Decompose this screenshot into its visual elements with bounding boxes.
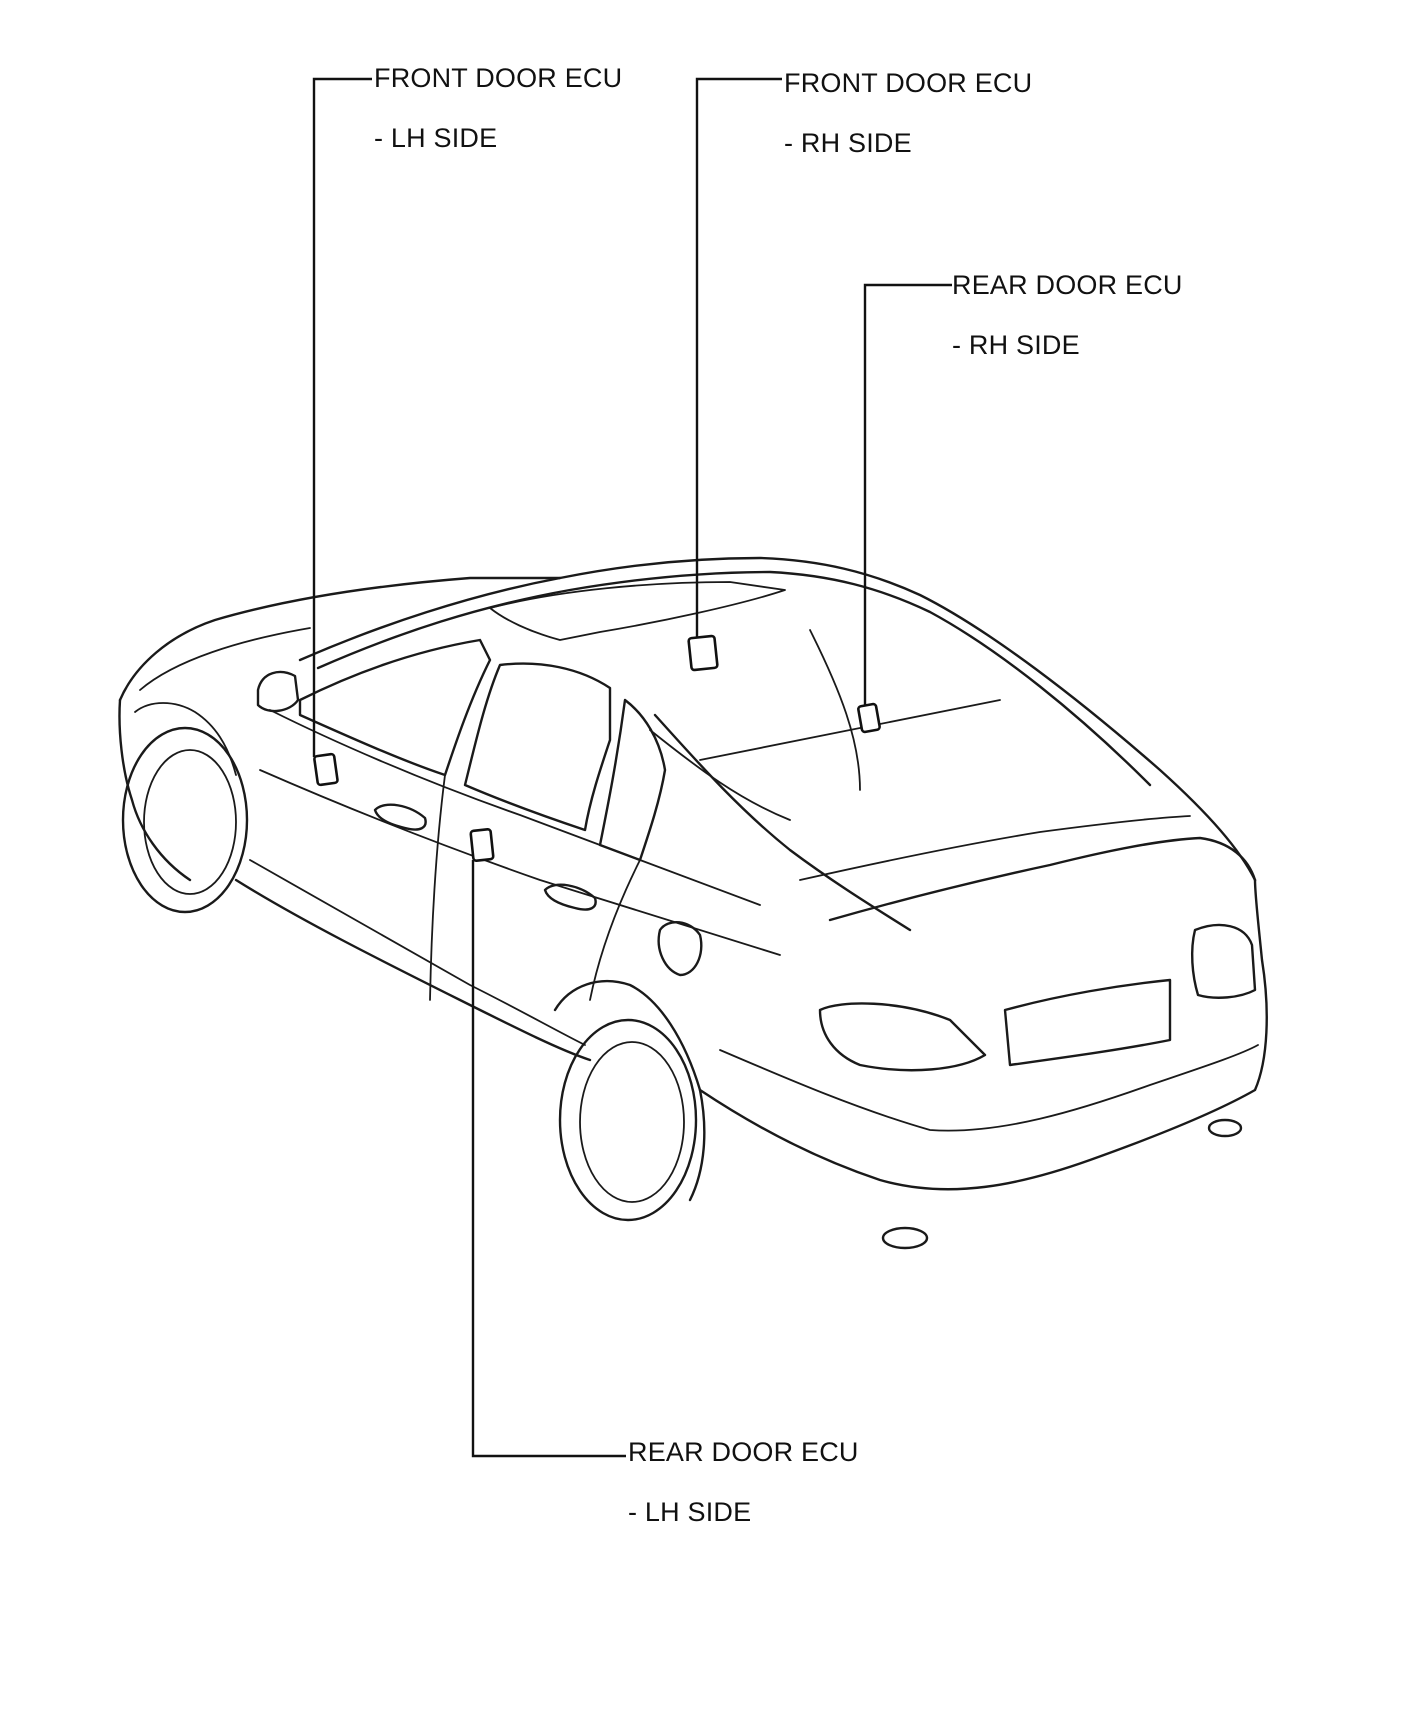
car-hood-line (139, 627, 311, 691)
rear-door-handle (543, 883, 597, 911)
callout-front-door-rh-side: - RH SIDE (784, 128, 912, 158)
leader-rear-door-rh (863, 283, 952, 705)
ecu-front-door-rh (687, 634, 719, 672)
front-wheel-outer (121, 726, 249, 914)
side-mirror (256, 670, 300, 713)
c-pillar (653, 713, 912, 932)
interior-line-1 (699, 699, 1001, 761)
front-door-window (298, 638, 492, 777)
leader-front-door-lh (312, 77, 372, 757)
rear-fascia-line (719, 1044, 1259, 1132)
exhaust-left (881, 1226, 929, 1250)
leader-front-door-rh (695, 77, 782, 638)
rear-wheel-outer (558, 1018, 698, 1222)
ecu-icon (687, 634, 719, 672)
front-wheel-inner (143, 749, 237, 895)
car-hood (118, 576, 562, 702)
callout-rear-door-lh-side: - LH SIDE (628, 1497, 752, 1527)
tail-light-left (818, 1002, 987, 1072)
leader-rear-door-lh (471, 860, 626, 1458)
car-illustration (118, 556, 1268, 1250)
callout-front-door-lh-name: FRONT DOOR ECU (374, 63, 623, 93)
interior-line-3 (649, 729, 791, 821)
ecu-icon (469, 828, 495, 862)
ecu-icon (313, 752, 339, 787)
callout-rear-door-rh-name: REAR DOOR ECU (952, 270, 1183, 300)
interior-line-2 (809, 629, 861, 791)
exhaust-right (1207, 1118, 1243, 1138)
trunk-lid (828, 836, 1257, 922)
rear-door-cut (589, 859, 641, 1001)
callout-rear-door-rh-side: - RH SIDE (952, 330, 1080, 360)
sunroof (489, 581, 786, 641)
rear-door-window (463, 662, 612, 832)
ecu-icon (857, 702, 881, 734)
ecu-rear-door-rh (857, 702, 881, 734)
license-plate-recess (1003, 978, 1172, 1067)
car-rocker (249, 859, 586, 1046)
car-roofline (298, 556, 1257, 882)
callout-front-door-rh-name: FRONT DOOR ECU (784, 68, 1033, 98)
fuel-door (657, 921, 703, 977)
front-door-handle (373, 803, 427, 831)
ecu-rear-door-lh (469, 828, 495, 862)
car-shoulder-line (259, 769, 781, 956)
car-front-bumper (118, 698, 192, 882)
car-side-lower (234, 878, 592, 1062)
callout-rear-door-lh-name: REAR DOOR ECU (628, 1437, 859, 1467)
tail-light-right (1191, 923, 1257, 999)
quarter-window (598, 698, 667, 862)
rear-bumper (698, 878, 1268, 1191)
callout-front-door-lh-side: - LH SIDE (374, 123, 498, 153)
car-roof-inner (316, 570, 1152, 787)
rear-wheel-arch (553, 980, 706, 1202)
rear-window-base (799, 815, 1191, 881)
car-front-fender (134, 702, 237, 776)
ecu-front-door-lh (313, 752, 339, 787)
car-beltline (269, 709, 761, 906)
rear-wheel-inner (579, 1041, 685, 1203)
front-door-cut (429, 774, 446, 1001)
